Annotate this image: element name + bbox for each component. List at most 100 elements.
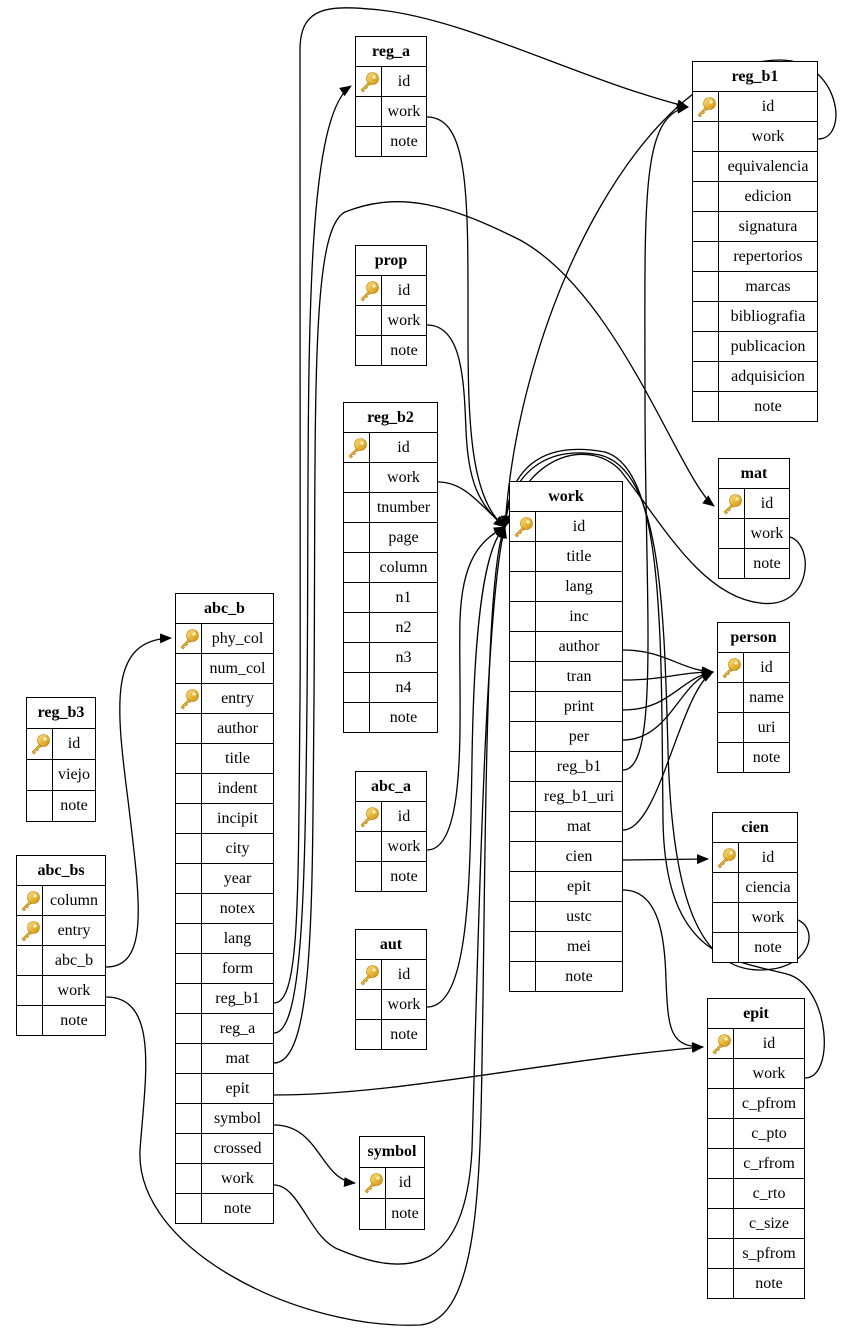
column-row[interactable]: n4: [343, 672, 438, 703]
column-row[interactable]: title: [175, 743, 274, 774]
column-row[interactable]: author: [175, 713, 274, 744]
column-row[interactable]: id: [692, 91, 818, 122]
column-row[interactable]: mei: [509, 931, 623, 962]
column-row[interactable]: abc_b: [16, 945, 106, 976]
column-row[interactable]: note: [707, 1268, 805, 1299]
column-row[interactable]: id: [355, 275, 427, 306]
column-row[interactable]: c_size: [707, 1208, 805, 1239]
column-row[interactable]: note: [26, 790, 96, 822]
column-row[interactable]: lang: [509, 571, 623, 602]
column-row[interactable]: note: [692, 391, 818, 422]
column-row[interactable]: column: [16, 885, 106, 916]
column-row[interactable]: reg_a: [175, 1013, 274, 1044]
column-row[interactable]: reg_b1: [509, 751, 623, 782]
column-row[interactable]: ciencia: [712, 872, 798, 903]
column-row[interactable]: note: [175, 1193, 274, 1224]
column-row[interactable]: indent: [175, 773, 274, 804]
table-title[interactable]: abc_a: [355, 771, 427, 802]
column-row[interactable]: inc: [509, 601, 623, 632]
column-row[interactable]: work: [707, 1058, 805, 1089]
column-row[interactable]: id: [717, 652, 790, 683]
column-row[interactable]: incipit: [175, 803, 274, 834]
column-row[interactable]: note: [718, 548, 790, 579]
column-row[interactable]: author: [509, 631, 623, 662]
table-title[interactable]: symbol: [359, 1136, 425, 1168]
column-row[interactable]: page: [343, 522, 438, 553]
column-row[interactable]: work: [355, 305, 427, 336]
column-row[interactable]: cien: [509, 841, 623, 872]
column-row[interactable]: n2: [343, 612, 438, 643]
column-row[interactable]: marcas: [692, 271, 818, 302]
column-row[interactable]: lang: [175, 923, 274, 954]
column-row[interactable]: work: [355, 831, 427, 862]
column-row[interactable]: c_pto: [707, 1118, 805, 1149]
column-row[interactable]: name: [717, 682, 790, 713]
column-row[interactable]: n3: [343, 642, 438, 673]
column-row[interactable]: c_pfrom: [707, 1088, 805, 1119]
column-row[interactable]: id: [359, 1167, 425, 1199]
column-row[interactable]: work: [343, 462, 438, 493]
column-row[interactable]: form: [175, 953, 274, 984]
column-row[interactable]: work: [718, 518, 790, 549]
column-row[interactable]: signatura: [692, 211, 818, 242]
column-row[interactable]: c_rto: [707, 1178, 805, 1209]
column-row[interactable]: year: [175, 863, 274, 894]
column-row[interactable]: viejo: [26, 759, 96, 791]
column-row[interactable]: epit: [509, 871, 623, 902]
column-row[interactable]: note: [717, 742, 790, 773]
table-title[interactable]: cien: [712, 812, 798, 843]
column-row[interactable]: per: [509, 721, 623, 752]
column-row[interactable]: id: [718, 488, 790, 519]
column-row[interactable]: s_pfrom: [707, 1238, 805, 1269]
column-row[interactable]: column: [343, 552, 438, 583]
table-title[interactable]: reg_b1: [692, 61, 818, 92]
column-row[interactable]: city: [175, 833, 274, 864]
column-row[interactable]: uri: [717, 712, 790, 743]
column-row[interactable]: work: [16, 975, 106, 1006]
column-row[interactable]: id: [712, 842, 798, 873]
column-row[interactable]: c_rfrom: [707, 1148, 805, 1179]
column-row[interactable]: note: [509, 961, 623, 992]
column-row[interactable]: note: [355, 861, 427, 892]
column-row[interactable]: id: [343, 432, 438, 463]
column-row[interactable]: notex: [175, 893, 274, 924]
table-title[interactable]: mat: [718, 458, 790, 489]
table-title[interactable]: work: [509, 481, 623, 512]
column-row[interactable]: work: [175, 1163, 274, 1194]
column-row[interactable]: ustc: [509, 901, 623, 932]
table-title[interactable]: epit: [707, 998, 805, 1029]
column-row[interactable]: tran: [509, 661, 623, 692]
table-title[interactable]: prop: [355, 245, 427, 276]
column-row[interactable]: id: [26, 728, 96, 760]
column-row[interactable]: work: [712, 902, 798, 933]
column-row[interactable]: note: [355, 335, 427, 366]
column-row[interactable]: id: [707, 1028, 805, 1059]
column-row[interactable]: tnumber: [343, 492, 438, 523]
column-row[interactable]: id: [355, 66, 427, 97]
column-row[interactable]: epit: [175, 1073, 274, 1104]
column-row[interactable]: edicion: [692, 181, 818, 212]
table-title[interactable]: person: [717, 622, 790, 653]
column-row[interactable]: note: [355, 1019, 427, 1050]
column-row[interactable]: entry: [175, 683, 274, 714]
column-row[interactable]: mat: [509, 811, 623, 842]
column-row[interactable]: n1: [343, 582, 438, 613]
column-row[interactable]: id: [355, 959, 427, 990]
column-row[interactable]: work: [355, 989, 427, 1020]
column-row[interactable]: adquisicion: [692, 361, 818, 392]
column-row[interactable]: crossed: [175, 1133, 274, 1164]
column-row[interactable]: work: [692, 121, 818, 152]
column-row[interactable]: publicacion: [692, 331, 818, 362]
column-row[interactable]: id: [355, 801, 427, 832]
column-row[interactable]: num_col: [175, 653, 274, 684]
column-row[interactable]: mat: [175, 1043, 274, 1074]
